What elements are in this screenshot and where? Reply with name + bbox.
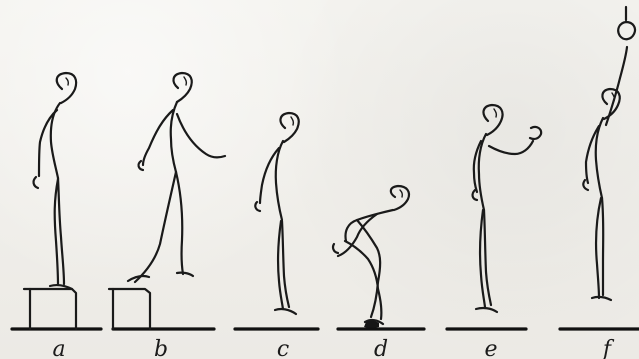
figure-label-b: b <box>149 339 173 359</box>
figure-label-a: a <box>47 339 71 359</box>
figure-e <box>473 105 542 312</box>
figure-c <box>255 113 298 314</box>
figure-d <box>333 186 409 328</box>
support-boxes <box>24 289 150 329</box>
figure-label-d: d <box>369 339 393 359</box>
figure-label-c: c <box>271 339 295 359</box>
figure-b <box>128 73 225 282</box>
figure-a <box>34 73 77 289</box>
figure-label-f: f <box>595 339 619 359</box>
figure-label-e: e <box>479 339 503 359</box>
figure-f <box>583 7 635 300</box>
